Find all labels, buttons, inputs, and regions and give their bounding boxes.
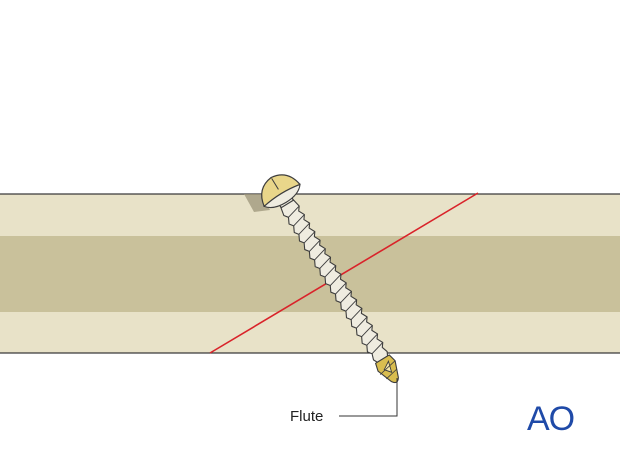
screw-head-slot xyxy=(271,178,279,190)
cortical-screw-icon xyxy=(261,174,399,384)
fracture-line xyxy=(209,192,479,354)
flute-leader-line xyxy=(339,378,398,417)
flute-callout: Flute xyxy=(290,378,398,425)
bone xyxy=(0,193,620,354)
ao-logo-icon: AO xyxy=(527,400,575,438)
screw-head-base xyxy=(263,183,301,209)
screw-threads xyxy=(288,205,384,355)
logo-text: AO xyxy=(527,400,574,438)
flute-label: Flute xyxy=(290,408,323,425)
